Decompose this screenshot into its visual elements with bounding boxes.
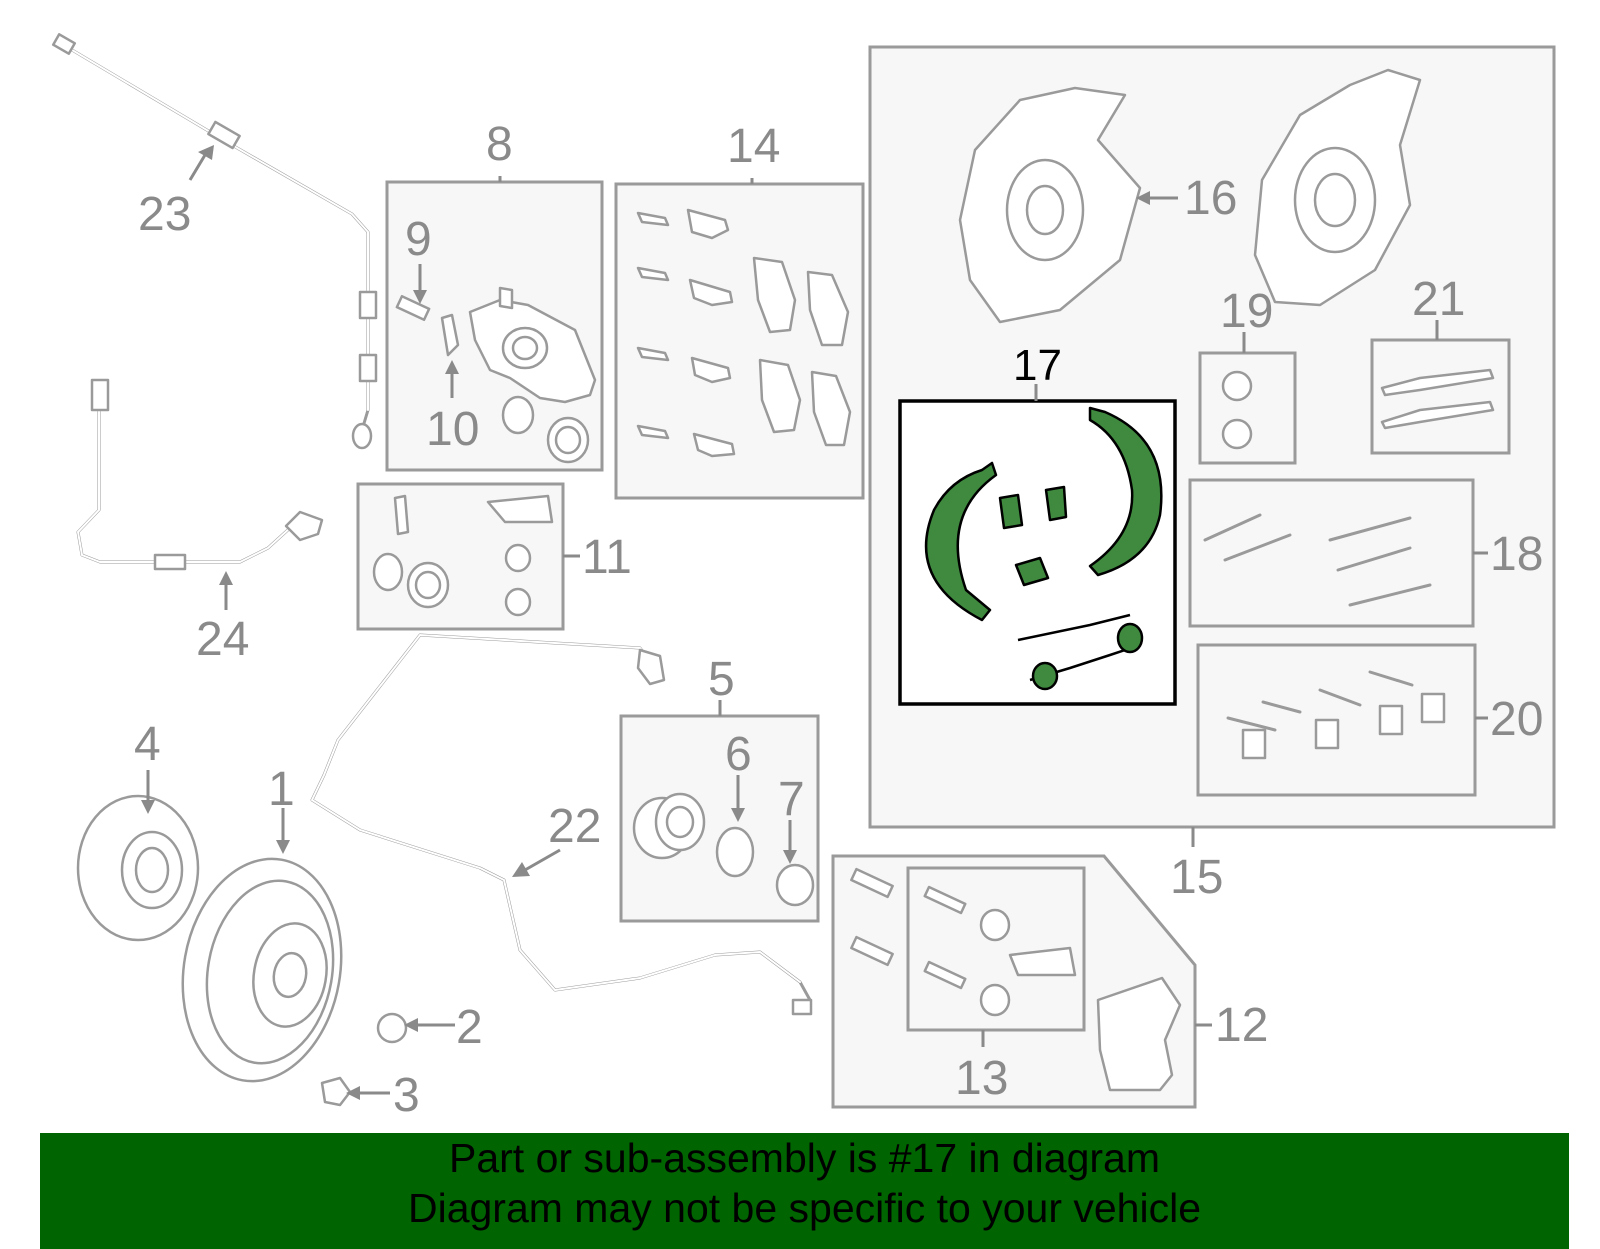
sensor-24 bbox=[76, 378, 324, 571]
callout-19: 19 bbox=[1220, 285, 1273, 338]
callout-2: 2 bbox=[456, 1001, 483, 1054]
guide-pins-13 bbox=[850, 867, 1077, 1017]
callout-11: 11 bbox=[582, 531, 632, 584]
callout-1: 1 bbox=[268, 763, 295, 816]
group-box-19 bbox=[1198, 351, 1297, 465]
banner-line-2: Diagram may not be specific to your vehi… bbox=[407, 1185, 1201, 1231]
info-banner: Part or sub-assembly is #17 in diagram D… bbox=[40, 1133, 1569, 1249]
rotor-1 bbox=[181, 857, 343, 1083]
adjuster-19 bbox=[1221, 370, 1253, 450]
seal bbox=[501, 395, 535, 435]
brake-pads-14 bbox=[636, 208, 852, 458]
callout-10: 10 bbox=[426, 403, 479, 456]
snap-ring-6 bbox=[715, 826, 755, 878]
hub-4 bbox=[76, 794, 200, 942]
nut-7 bbox=[775, 863, 815, 907]
callout-14: 14 bbox=[727, 120, 780, 173]
bolt-2 bbox=[376, 1012, 408, 1044]
hardware-20 bbox=[1226, 670, 1446, 760]
callout-17-highlighted: 17 bbox=[1013, 341, 1062, 390]
banner-line-1: Part or sub-assembly is #17 in diagram bbox=[449, 1135, 1160, 1181]
bleeder-9 bbox=[395, 294, 431, 322]
callout-9: 9 bbox=[405, 213, 432, 266]
bracket-10 bbox=[440, 313, 460, 357]
callout-7: 7 bbox=[778, 773, 805, 826]
group-box-18 bbox=[1188, 478, 1475, 628]
bearing-5 bbox=[632, 792, 706, 860]
nut-3 bbox=[320, 1076, 352, 1107]
leader-lines bbox=[141, 145, 1488, 1100]
callout-21: 21 bbox=[1412, 273, 1465, 326]
callout-23: 23 bbox=[138, 188, 191, 241]
levers-21 bbox=[1380, 368, 1495, 430]
callout-24: 24 bbox=[196, 613, 249, 666]
callout-12: 12 bbox=[1215, 999, 1268, 1052]
parking-brake-shoes-17 bbox=[924, 406, 1163, 691]
callout-16: 16 bbox=[1184, 172, 1237, 225]
callout-6: 6 bbox=[725, 728, 752, 781]
springs-18 bbox=[1203, 513, 1432, 607]
brake-hose-23 bbox=[51, 33, 378, 450]
seal bbox=[554, 425, 582, 455]
callout-8: 8 bbox=[486, 118, 513, 171]
callout-20: 20 bbox=[1490, 693, 1543, 746]
group-box-21 bbox=[1370, 338, 1511, 455]
sensor-wire-22 bbox=[310, 633, 813, 1016]
callout-4: 4 bbox=[134, 718, 161, 771]
backing-plate-16 bbox=[958, 68, 1422, 324]
callout-3: 3 bbox=[393, 1069, 420, 1122]
callout-13: 13 bbox=[955, 1052, 1008, 1105]
caliper-8 bbox=[468, 286, 597, 404]
caliper-bracket-12 bbox=[1096, 976, 1182, 1092]
callout-15: 15 bbox=[1170, 851, 1223, 904]
callout-18: 18 bbox=[1490, 528, 1543, 581]
callout-22: 22 bbox=[548, 800, 601, 853]
caliper-kit-11 bbox=[372, 494, 554, 617]
callout-5: 5 bbox=[708, 653, 735, 706]
